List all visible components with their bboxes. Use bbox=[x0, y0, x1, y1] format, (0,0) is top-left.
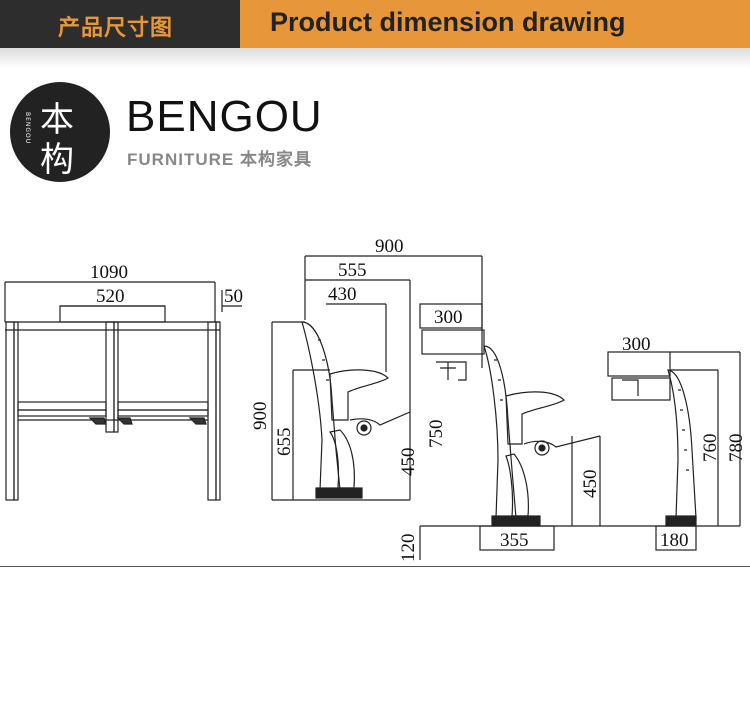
brand-name: BENGOU bbox=[126, 92, 323, 141]
dim-side-depth-mid: 555 bbox=[338, 260, 367, 281]
dim-side-depth-total: 900 bbox=[375, 236, 404, 257]
dim-open-floor-height: 120 bbox=[398, 534, 419, 563]
dim-open-table-depth: 300 bbox=[434, 307, 463, 328]
dim-folded-height-760: 760 bbox=[700, 434, 721, 463]
dim-side-depth-short: 430 bbox=[328, 284, 357, 305]
banner-en-panel: Product dimension drawing bbox=[240, 0, 750, 48]
dim-side-seat-height: 450 bbox=[398, 448, 419, 477]
logo-side-text: BENGOU bbox=[24, 112, 31, 145]
dim-open-base-width: 355 bbox=[500, 530, 529, 551]
banner-title-cn: 产品尺寸图 bbox=[58, 16, 174, 41]
front-view bbox=[4, 281, 242, 501]
dim-side-height: 900 bbox=[250, 402, 271, 431]
brand-tagline: FURNITURE 本构家具 bbox=[127, 150, 312, 169]
dim-side-back-height: 655 bbox=[274, 428, 295, 457]
dim-folded-height-780: 780 bbox=[726, 434, 747, 463]
logo-char-bottom: 构 bbox=[40, 140, 74, 180]
dim-front-top-width: 520 bbox=[96, 286, 125, 307]
dim-front-total-width: 1090 bbox=[90, 262, 128, 283]
brand-logo: 本 构 BENGOU bbox=[10, 82, 110, 182]
folded-view bbox=[600, 351, 741, 551]
open-view bbox=[419, 303, 601, 560]
dim-open-seat-height: 450 bbox=[580, 470, 601, 499]
banner-cn-panel: 产品尺寸图 bbox=[0, 0, 240, 48]
divider-line bbox=[0, 566, 750, 567]
dim-folded-table-depth: 300 bbox=[622, 334, 651, 355]
header-banner: 产品尺寸图 Product dimension drawing bbox=[0, 0, 750, 48]
dim-side-armrest-height: 750 bbox=[426, 420, 447, 449]
dim-front-side-gap: 50 bbox=[224, 286, 243, 307]
banner-title-en: Product dimension drawing bbox=[270, 7, 626, 37]
logo-char-top: 本 bbox=[40, 100, 74, 140]
banner-shadow bbox=[0, 48, 750, 68]
dim-folded-base-width: 180 bbox=[660, 530, 689, 551]
side-view bbox=[271, 255, 483, 501]
